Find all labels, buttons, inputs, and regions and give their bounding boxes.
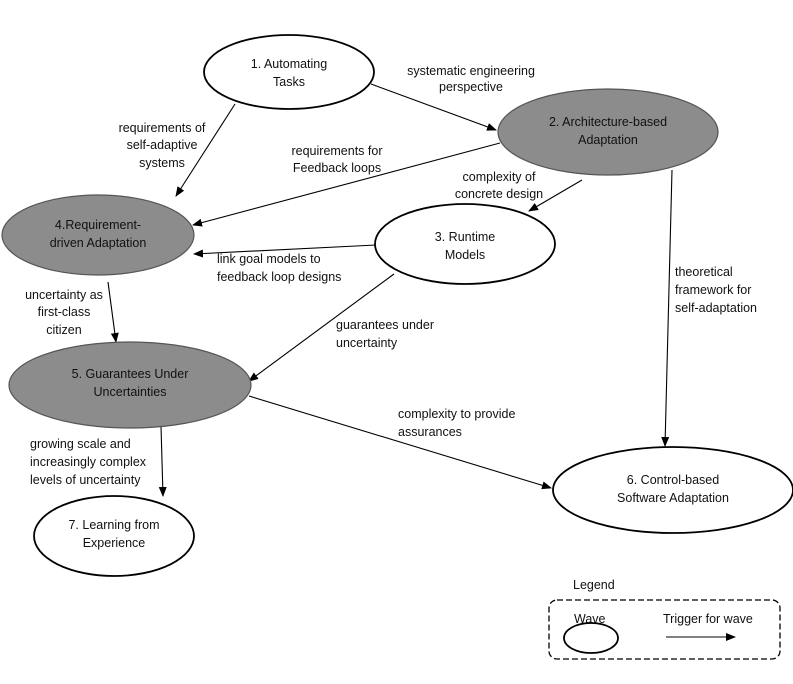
node-label: 2. Architecture-based xyxy=(549,115,667,129)
node-label: Software Adaptation xyxy=(617,491,729,505)
node-guarantees-under-uncertainties: 5. Guarantees Under Uncertainties xyxy=(8,341,252,429)
node-label: Models xyxy=(445,248,485,262)
edge-label-line: growing scale and xyxy=(30,437,131,451)
node-label: 7. Learning from xyxy=(68,518,159,532)
edge-automating-to-architecture xyxy=(370,83,497,131)
legend: Legend Wave Trigger for wave xyxy=(548,578,781,660)
edge-label-complexity-of-concrete-design: complexity of concrete design xyxy=(455,170,543,201)
node-label: Experience xyxy=(83,536,146,550)
edge-label-line: self-adaptation xyxy=(675,301,757,315)
node-runtime-models: 3. Runtime Models xyxy=(374,203,556,285)
legend-title: Legend xyxy=(573,578,615,592)
edge-label-line: uncertainty as xyxy=(25,288,103,302)
node-learning-from-experience: 7. Learning from Experience xyxy=(33,495,195,577)
edge-label-requirements-of-self-adaptive: requirements of self-adaptive systems xyxy=(119,121,206,170)
edge-label-line: concrete design xyxy=(455,187,543,201)
edge-label-line: requirements of xyxy=(119,121,206,135)
edge-label-requirements-for-feedback: requirements for Feedback loops xyxy=(291,144,382,175)
edge-label-line: Feedback loops xyxy=(293,161,381,175)
edge-label-systematic-engineering: systematic engineering perspective xyxy=(407,64,535,94)
edge-label-line: complexity to provide xyxy=(398,407,515,421)
edge-label-line: requirements for xyxy=(291,144,382,158)
node-label: 4.Requirement- xyxy=(55,218,141,232)
edge-label-guarantees-under-uncertainty: guarantees under uncertainty xyxy=(336,318,434,350)
node-label: Tasks xyxy=(273,75,305,89)
edge-label-line: link goal models to xyxy=(217,252,321,266)
edge-label-line: systematic engineering xyxy=(407,64,535,78)
edge-label-line: perspective xyxy=(439,80,503,94)
node-architecture-based-adaptation: 2. Architecture-based Adaptation xyxy=(497,88,719,176)
legend-box xyxy=(548,599,781,660)
edge-runtime-to-guarantees xyxy=(248,273,395,382)
edge-label-line: framework for xyxy=(675,283,751,297)
edge-label-line: guarantees under xyxy=(336,318,434,332)
node-label: 3. Runtime xyxy=(435,230,495,244)
node-control-based-software-adaptation: 6. Control-based Software Adaptation xyxy=(552,446,793,534)
edge-label-growing-scale: growing scale and increasingly complex l… xyxy=(30,437,147,487)
edge-requirement-to-guarantees xyxy=(107,281,119,343)
edge-label-line: systems xyxy=(139,156,185,170)
edge-guarantees-to-learning xyxy=(158,425,167,497)
node-label: Uncertainties xyxy=(94,385,167,399)
edge-label-line: citizen xyxy=(46,323,81,337)
edge-label-uncertainty-first-class: uncertainty as first-class citizen xyxy=(25,288,103,337)
node-automating-tasks: 1. Automating Tasks xyxy=(203,34,375,110)
edge-architecture-to-control xyxy=(661,169,673,447)
node-requirement-driven-adaptation: 4.Requirement- driven Adaptation xyxy=(1,194,195,276)
edge-automating-to-requirement xyxy=(175,103,236,197)
edge-label-line: feedback loop designs xyxy=(217,270,341,284)
edge-label-line: increasingly complex xyxy=(30,455,147,469)
edge-label-line: uncertainty xyxy=(336,336,398,350)
node-label: 1. Automating xyxy=(251,57,327,71)
edge-architecture-to-requirement xyxy=(192,142,501,227)
node-label: 6. Control-based xyxy=(627,473,719,487)
edge-guarantees-to-control xyxy=(248,395,552,490)
edge-label-line: levels of uncertainty xyxy=(30,473,141,487)
legend-trigger-label: Trigger for wave xyxy=(663,612,753,626)
edge-label-line: complexity of xyxy=(463,170,536,184)
node-label: Adaptation xyxy=(578,133,638,147)
edge-label-line: first-class xyxy=(38,305,91,319)
legend-wave-symbol xyxy=(563,622,619,654)
edge-label-line: assurances xyxy=(398,425,462,439)
node-label: 5. Guarantees Under xyxy=(72,367,189,381)
edge-label-link-goal-models: link goal models to feedback loop design… xyxy=(217,252,341,284)
edge-label-line: theoretical xyxy=(675,265,733,279)
node-label: driven Adaptation xyxy=(50,236,147,250)
legend-wave-label: Wave xyxy=(574,612,606,626)
edge-label-theoretical-framework: theoretical framework for self-adaptatio… xyxy=(675,265,757,315)
edge-runtime-to-requirement xyxy=(193,244,377,258)
edge-label-complexity-to-provide: complexity to provide assurances xyxy=(398,407,515,439)
edge-label-line: self-adaptive xyxy=(127,138,198,152)
edge-architecture-to-runtime xyxy=(528,179,583,212)
